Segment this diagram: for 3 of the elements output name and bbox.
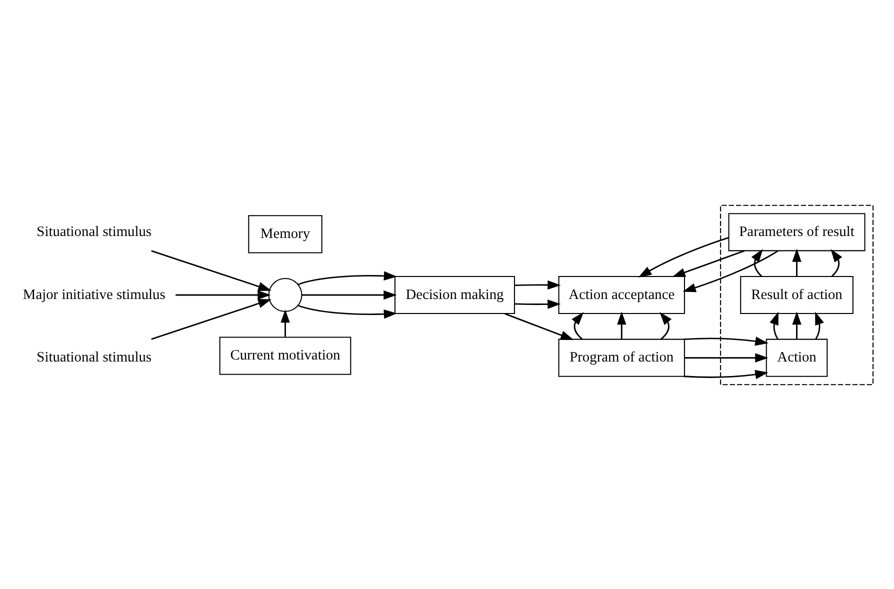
node-text: Situational stimulus [36, 223, 152, 240]
node-text: Major initiative stimulus [22, 286, 166, 302]
node-text: Situational stimulus [36, 349, 152, 366]
